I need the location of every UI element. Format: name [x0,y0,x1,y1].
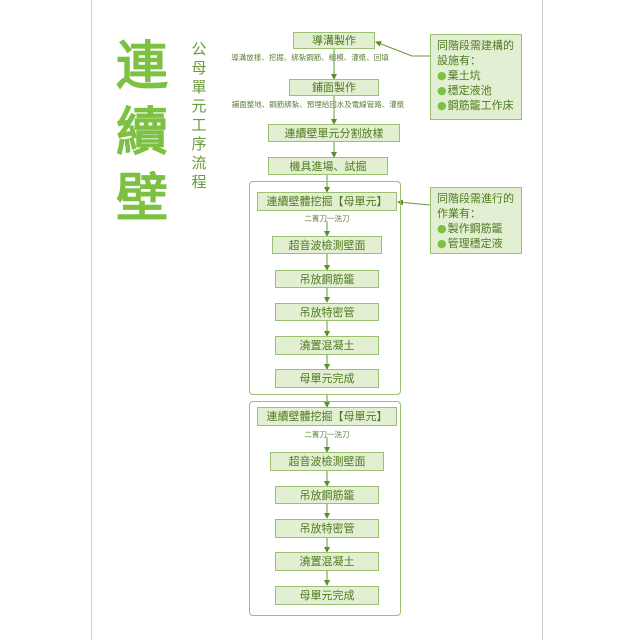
arrow-side1 [375,41,413,57]
group1-step: 母單元完成 [275,369,379,388]
group2-frame [249,401,401,616]
group2-note: 二賓刀一洗刀 [304,430,350,439]
side-box-facilities: 同階段需建構的 設施有： ●棄土坑 ●穩定液池 ●鋼筋籠工作床 [430,34,522,120]
group1-header: 連續壁體挖掘【母單元】 [257,192,397,211]
step-layout: 連續壁單元分割放樣 [268,124,400,142]
group1-step: 吊放鋼筋籠 [275,270,379,288]
group1-step: 超音波檢測壁面 [272,236,382,254]
trench-note: 導溝放樣、挖掘、綁紮鋼筋、組模、灌漿、回填 [231,53,389,62]
facility-item: ●鋼筋籠工作床 [437,99,514,112]
task-item: ●管理穩定液 [437,237,503,250]
group2-step: 吊放鋼筋籠 [275,486,379,504]
subtitle: 公母 單元 工序 流程 [191,40,207,191]
group1-step: 澆置混凝土 [275,336,379,355]
paving-note: 鋪面整地、鋼筋綁紮、預埋給回水及電線管路、灌漿 [231,100,405,109]
arrow-side2 [397,199,431,206]
step-paving: 鋪面製作 [289,79,379,96]
group1-step: 吊放特密管 [275,303,379,321]
task-item: ●製作鋼筋籠 [437,222,503,235]
group2-step: 澆置混凝土 [275,552,379,571]
group2-step: 母單元完成 [275,586,379,605]
side-box-tasks: 同階段需進行的 作業有： ●製作鋼筋籠 ●管理穩定液 [430,187,522,254]
group2-step: 吊放特密管 [275,519,379,538]
group2-step: 超音波檢測壁面 [270,452,384,471]
facility-item: ●棄土坑 [437,69,481,82]
bullet-icon: ● [437,237,447,250]
step-machine: 機具進場、試掘 [268,157,388,175]
group1-note: 二賓刀一洗刀 [304,214,350,223]
bullet-icon: ● [437,69,447,82]
bullet-icon: ● [437,222,447,235]
bullet-icon: ● [437,99,447,112]
group2-header: 連續壁體挖掘【母單元】 [257,407,397,426]
facility-item: ●穩定液池 [437,84,492,97]
group1-frame [249,181,401,395]
bullet-icon: ● [437,84,447,97]
main-title: 連 續 壁 [115,37,168,229]
step-trench: 導溝製作 [293,32,375,49]
